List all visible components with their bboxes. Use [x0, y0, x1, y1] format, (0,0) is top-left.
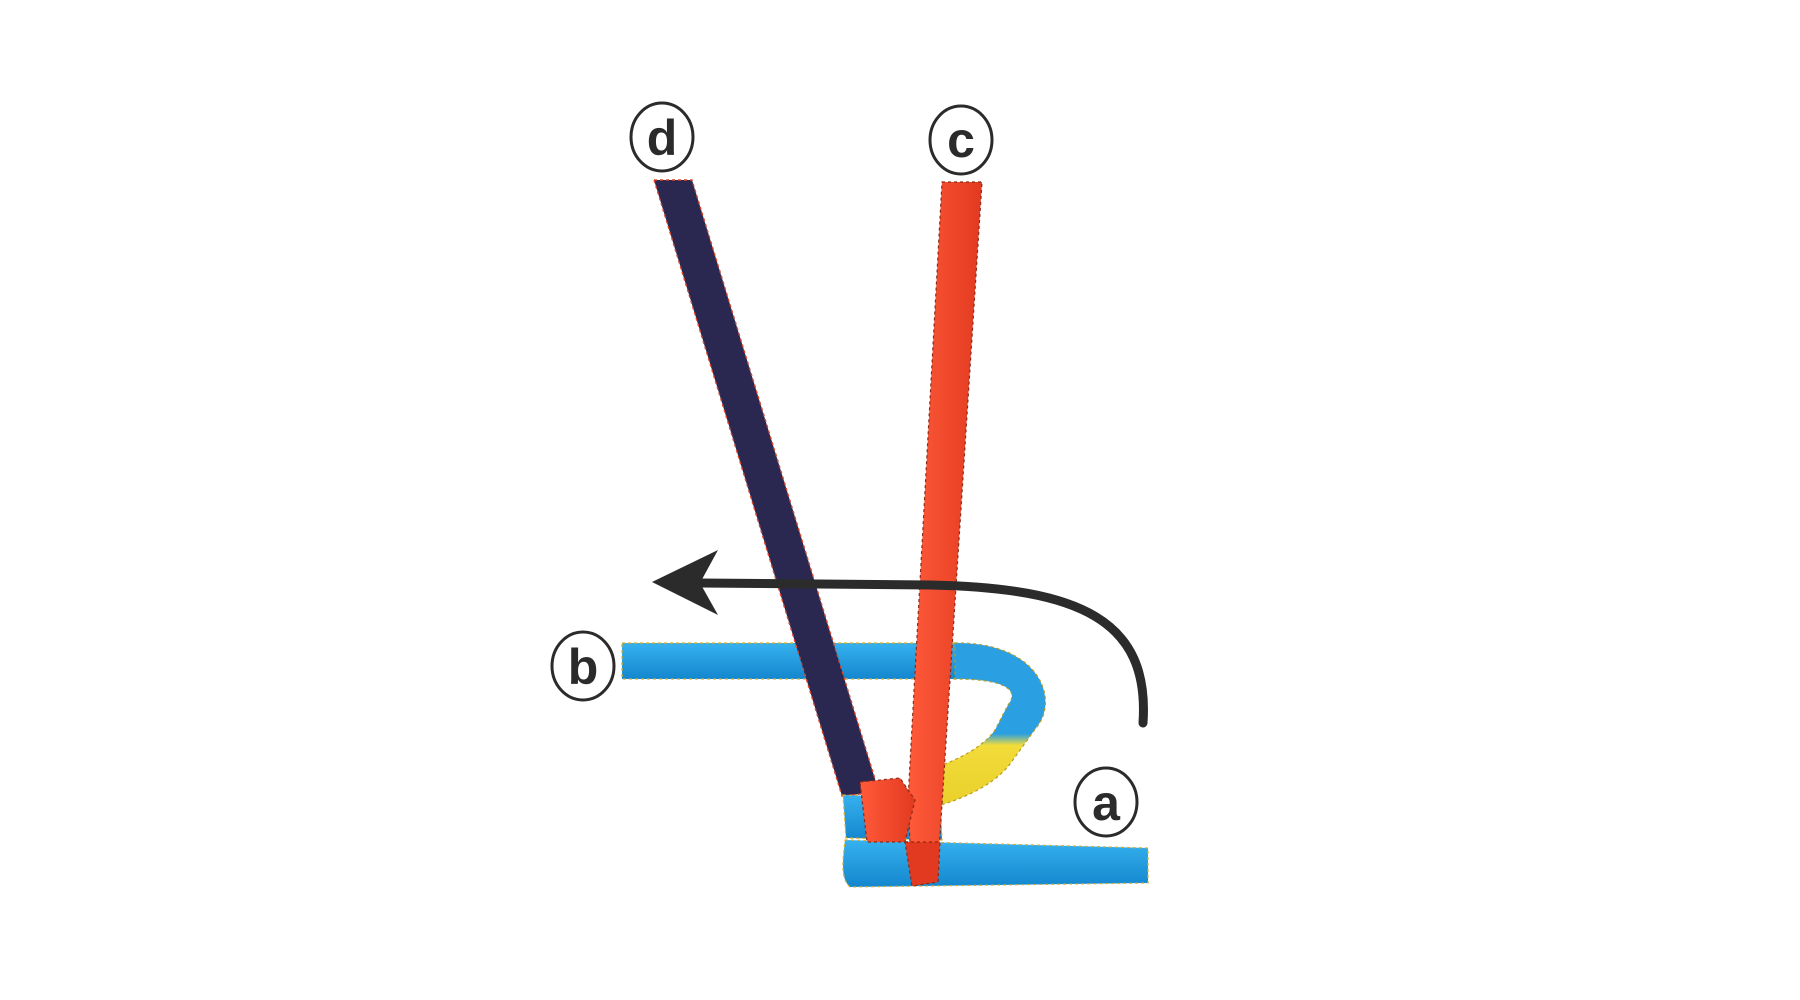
- arrowhead-icon: [652, 550, 718, 615]
- strand-b-horizontal: [621, 642, 958, 680]
- arrow-shaft: [695, 578, 1148, 728]
- label-d-text: d: [647, 110, 678, 166]
- knot-wrap-red-lower: [904, 841, 941, 887]
- strand-b-loop: [914, 642, 1046, 809]
- strand-d-ribbon: [653, 179, 880, 797]
- label-b-circle: [550, 630, 616, 702]
- strand-c: [859, 181, 983, 887]
- label-c: c: [928, 104, 994, 176]
- label-c-text: c: [947, 112, 975, 168]
- label-a-text: a: [1092, 775, 1121, 831]
- strand-a-ribbon: [842, 839, 1149, 888]
- label-b: b: [550, 630, 616, 702]
- strand-b: [621, 642, 1046, 809]
- label-d-circle: [629, 101, 695, 173]
- label-d: d: [629, 101, 695, 173]
- label-c-circle: [928, 104, 994, 176]
- strand-d: [653, 179, 880, 797]
- strand-c-ribbon: [907, 181, 983, 886]
- label-a-circle: [1073, 766, 1139, 838]
- curved-arrow: [652, 550, 1148, 728]
- knot-wrap-red: [859, 777, 916, 843]
- label-a: a: [1073, 766, 1139, 838]
- label-b-text: b: [568, 639, 599, 695]
